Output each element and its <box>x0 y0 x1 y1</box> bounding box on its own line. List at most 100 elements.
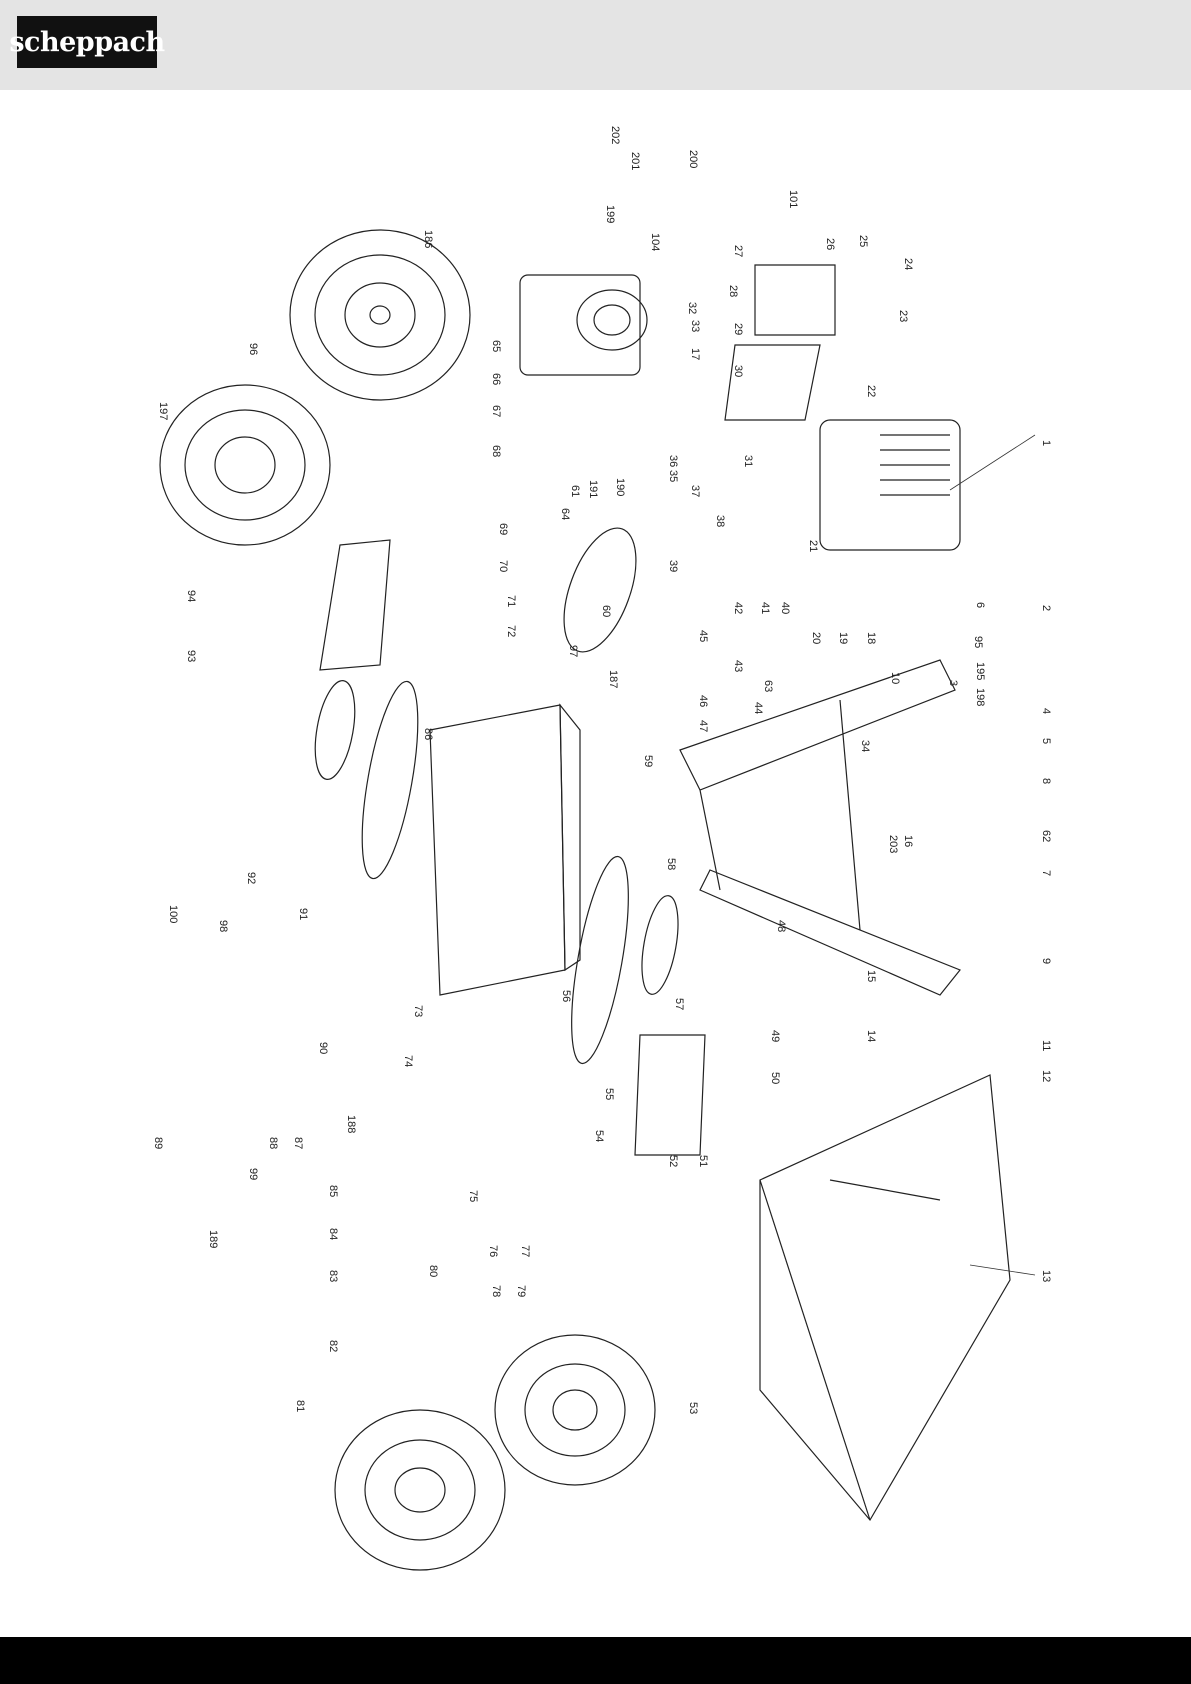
callout-label: 84 <box>327 1228 339 1240</box>
callout-label: 95 <box>972 636 984 648</box>
callout-label: 28 <box>727 285 739 297</box>
callout-label: 39 <box>667 560 679 572</box>
callout-label: 35 <box>667 470 679 482</box>
callout-label: 186 <box>422 230 434 248</box>
callout-label: 49 <box>769 1030 781 1042</box>
wheel-upper <box>289 229 471 401</box>
callout-label: 75 <box>467 1190 479 1202</box>
exploded-parts-diagram: 1 2 3 4 5 6 7 8 9 10 11 12 13 14 15 16 1… <box>152 126 1052 1571</box>
callout-label: 8 <box>1040 778 1052 784</box>
callout-label: 189 <box>207 1230 219 1248</box>
callout-label: 2 <box>1040 605 1052 611</box>
callout-label: 190 <box>614 478 626 496</box>
callout-label: 88 <box>267 1137 279 1149</box>
callout-label: 67 <box>490 405 502 417</box>
callout-label: 203 <box>887 835 899 853</box>
callout-label: 71 <box>505 595 517 607</box>
callout-label: 202 <box>609 126 621 144</box>
dump-hopper <box>759 1074 1011 1522</box>
callout-label: 46 <box>697 695 709 707</box>
callout-label: 79 <box>515 1285 527 1297</box>
scheppach-logo: scheppach <box>9 16 165 68</box>
callout-label: 94 <box>185 590 197 602</box>
plates <box>319 264 836 1156</box>
callout-label: 44 <box>752 702 764 714</box>
callout-label: 74 <box>402 1055 414 1067</box>
callout-label: 57 <box>673 998 685 1010</box>
callout-label: 58 <box>665 858 677 870</box>
callout-label: 68 <box>490 445 502 457</box>
callout-label: 23 <box>897 310 909 322</box>
callout-label: 14 <box>865 1030 877 1042</box>
callout-label: 201 <box>629 152 641 170</box>
callout-label: 26 <box>824 238 836 250</box>
wheel-left <box>159 384 331 546</box>
callout-label: 1 <box>1040 440 1052 446</box>
callout-label: 37 <box>689 485 701 497</box>
callout-label: 62 <box>1040 830 1052 842</box>
callout-label: 34 <box>859 740 871 752</box>
callout-label: 31 <box>742 455 754 467</box>
callout-label: 9 <box>1040 958 1052 964</box>
callout-label: 93 <box>185 650 197 662</box>
callout-label: 47 <box>697 720 709 732</box>
callout-label: 55 <box>603 1088 615 1100</box>
callout-label: 20 <box>810 632 822 644</box>
callout-label: 36 <box>667 455 679 467</box>
callout-label: 19 <box>837 632 849 644</box>
callout-label: 5 <box>1040 738 1052 744</box>
callout-label: 81 <box>294 1400 306 1412</box>
callout-label: 83 <box>327 1270 339 1282</box>
callout-label: 51 <box>697 1155 709 1167</box>
callout-label: 78 <box>490 1285 502 1297</box>
callout-label: 22 <box>865 385 877 397</box>
handle-frame <box>679 659 961 996</box>
callout-label: 11 <box>1040 1040 1052 1051</box>
callout-label: 61 <box>569 485 581 497</box>
callout-label: 200 <box>687 150 699 168</box>
callout-label: 48 <box>775 920 787 932</box>
page-footer <box>0 1637 1191 1684</box>
callout-label: 66 <box>490 373 502 385</box>
callout-label: 73 <box>412 1005 424 1017</box>
callout-label: 86 <box>422 728 434 740</box>
callout-label: 65 <box>490 340 502 352</box>
callout-label: 33 <box>689 320 701 332</box>
callout-labels: 1 2 3 4 5 6 7 8 9 10 11 12 13 14 15 16 1… <box>152 126 1052 1414</box>
callout-label: 76 <box>487 1245 499 1257</box>
callout-label: 99 <box>247 1168 259 1180</box>
callout-label: 7 <box>1040 870 1052 876</box>
drive-chains <box>314 680 679 1065</box>
callout-label: 70 <box>497 560 509 572</box>
wheel-lower-left <box>334 1409 506 1571</box>
callout-label: 87 <box>292 1137 304 1149</box>
callout-label: 72 <box>505 625 517 637</box>
callout-label: 54 <box>593 1130 605 1142</box>
callout-label: 38 <box>714 515 726 527</box>
callout-label: 30 <box>732 365 744 377</box>
callout-label: 10 <box>889 672 901 684</box>
callout-label: 197 <box>157 402 169 420</box>
callout-label: 187 <box>607 670 619 688</box>
callout-label: 60 <box>600 605 612 617</box>
callout-label: 27 <box>732 245 744 257</box>
callout-label: 104 <box>649 233 661 251</box>
callout-label: 64 <box>559 508 571 520</box>
callout-label: 101 <box>787 190 799 208</box>
callout-label: 24 <box>902 258 914 270</box>
callout-label: 85 <box>327 1185 339 1197</box>
callout-label: 41 <box>759 602 771 614</box>
callout-label: 97 <box>567 645 579 657</box>
page-header: scheppach <box>0 0 1191 90</box>
callout-label: 53 <box>687 1402 699 1414</box>
callout-label: 32 <box>686 302 698 314</box>
callout-label: 198 <box>974 688 986 706</box>
drawing-art <box>159 229 1011 1571</box>
wheel-lower-right <box>494 1334 656 1486</box>
callout-label: 69 <box>497 523 509 535</box>
engine <box>819 419 961 551</box>
callout-label: 42 <box>732 602 744 614</box>
callout-label: 77 <box>519 1245 531 1257</box>
callout-label: 43 <box>732 660 744 672</box>
callout-label: 25 <box>857 235 869 247</box>
